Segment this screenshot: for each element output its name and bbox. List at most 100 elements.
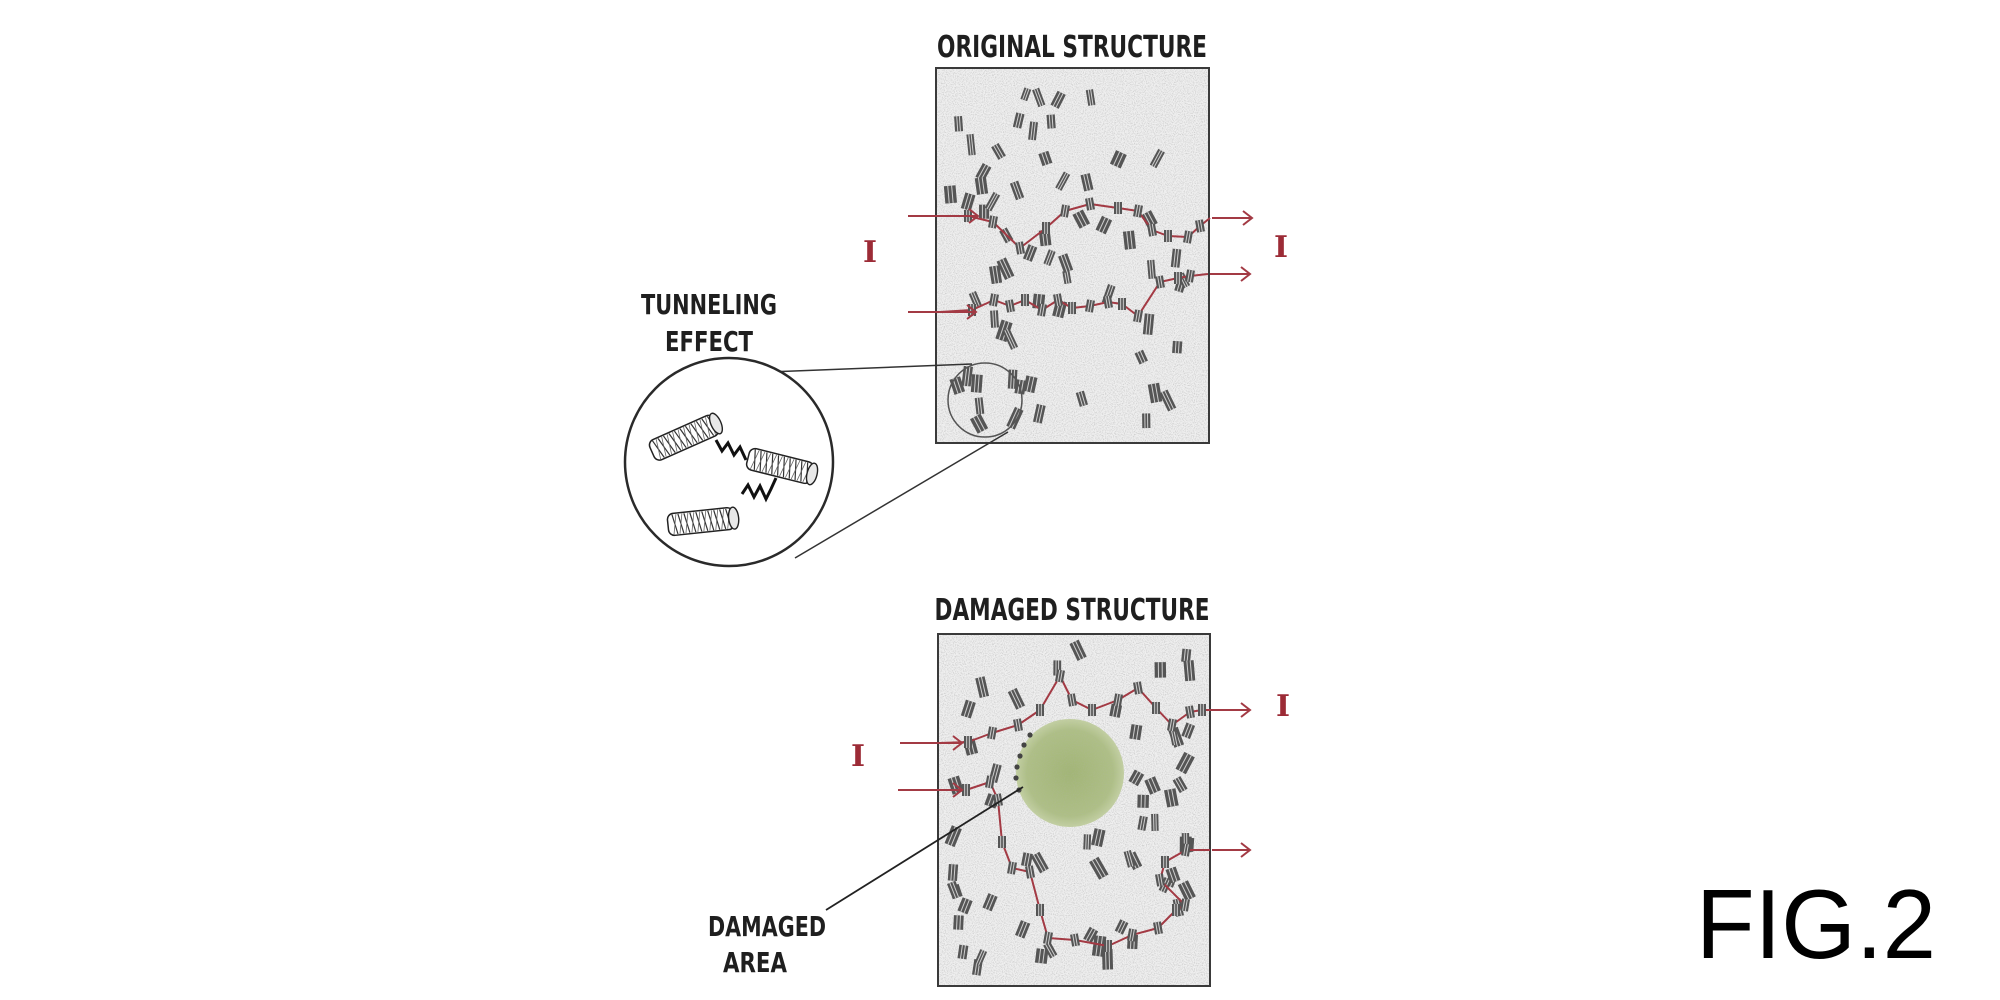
filler-particle: [962, 784, 970, 796]
figure-label: FIG.2: [1696, 869, 1936, 979]
filler-particle: [966, 133, 976, 156]
filler-particle: [1022, 244, 1038, 262]
filler-particle: [1085, 299, 1095, 313]
filler-particle: [1165, 866, 1181, 884]
outlet-arrow: [1212, 842, 1252, 858]
filler-particle: [1167, 718, 1177, 732]
filler-particle: [1043, 941, 1058, 959]
filler-particle: [969, 413, 989, 434]
filler-particle: [1114, 919, 1129, 935]
carbon-nanotube: [648, 412, 724, 461]
filler-particle: [1133, 309, 1143, 323]
damaged-area-label-line2: AREA: [723, 946, 787, 979]
filler-particle: [1172, 340, 1183, 354]
filler-particle: [974, 176, 989, 195]
filler-particle: [1080, 173, 1094, 192]
filler-particle: [1170, 248, 1182, 268]
filler-particle: [1113, 693, 1123, 707]
filler-particle: [1181, 843, 1191, 857]
filler-particle: [1128, 769, 1145, 787]
filler-particle: [1021, 294, 1029, 306]
filler-particle: [1013, 718, 1023, 732]
filler-particle: [960, 192, 976, 212]
filler-particle: [1012, 112, 1025, 129]
filler-particle: [1015, 241, 1025, 255]
filler-particle: [974, 949, 988, 967]
filler-particle: [1151, 813, 1159, 831]
filler-particle: [987, 726, 997, 740]
filler-particle: [1088, 704, 1096, 716]
filler-particle: [1036, 704, 1044, 716]
original-structure-title: ORIGINAL STRUCTURE: [937, 30, 1207, 65]
filler-particle: [1103, 295, 1113, 309]
filler-particle: [961, 365, 973, 387]
filler-particle: [996, 257, 1015, 280]
filler-particle: [1046, 114, 1056, 129]
filler-particle: [1032, 403, 1046, 424]
filler-particle: [1142, 313, 1155, 335]
filler-particle: [1172, 904, 1180, 916]
tunneling-label-line1: TUNNELING: [641, 288, 777, 321]
filler-particle: [1030, 851, 1049, 874]
inlet-arrow: [900, 735, 964, 751]
carbon-nanotube: [666, 506, 740, 537]
filler-particle: [1085, 89, 1096, 106]
filler-particle: [1174, 272, 1182, 284]
outlet-arrow: [1212, 702, 1252, 718]
filler-particle: [1149, 148, 1165, 169]
filler-particle: [1181, 648, 1192, 663]
original-conduction-paths: [908, 197, 1254, 323]
filler-particle: [1007, 861, 1017, 875]
filler-particle: [1043, 931, 1053, 945]
filler-particle: [1034, 948, 1049, 964]
filler-particle: [1177, 880, 1196, 902]
filler-particle: [1036, 904, 1044, 916]
filler-particle: [1114, 202, 1122, 214]
filler-particle: [982, 893, 998, 912]
filler-particle: [1062, 270, 1072, 285]
filler-particle: [1180, 898, 1190, 912]
filler-particle: [1147, 382, 1163, 404]
filler-particle: [1070, 933, 1080, 947]
current-symbol-left-top: I: [863, 235, 877, 270]
filler-particle: [943, 185, 958, 204]
filler-particle: [1002, 328, 1019, 350]
filler-particle: [1133, 204, 1143, 218]
filler-particle: [1181, 722, 1196, 740]
filler-particle: [957, 897, 973, 915]
filler-particle: [1021, 852, 1033, 868]
filler-particle: [1195, 219, 1205, 233]
filler-particle: [1152, 702, 1160, 714]
filler-particle: [1095, 215, 1113, 235]
filler-particle: [991, 142, 1006, 160]
inlet-arrow: [898, 782, 964, 798]
filler-particle: [1038, 150, 1053, 167]
filler-particle: [974, 397, 985, 415]
filler-particle: [1127, 928, 1137, 942]
filler-particle: [989, 293, 999, 307]
filler-particle: [957, 944, 969, 960]
broken-contact-dot: [1017, 753, 1023, 759]
current-symbol-left-bottom: I: [851, 739, 865, 774]
filler-particle: [1137, 815, 1148, 831]
filler-particle: [1109, 703, 1123, 718]
tunneling-zigzag: [714, 439, 748, 461]
filler-particle: [1020, 87, 1032, 102]
filler-particle: [1069, 639, 1087, 661]
filler-particle: [1147, 259, 1156, 279]
filler-particle: [990, 310, 999, 328]
tunneling-label-line2: EFFECT: [665, 325, 753, 358]
filler-particle: [1058, 253, 1074, 274]
damaged-area-pointer: [825, 786, 1024, 911]
filler-particle: [988, 215, 998, 229]
filler-particle: [1104, 940, 1112, 952]
filler-particle: [1118, 298, 1126, 310]
broken-contact-dot: [1027, 732, 1033, 738]
inlet-arrow: [908, 208, 980, 224]
filler-particle: [1007, 369, 1018, 389]
filler-particle: [1172, 776, 1188, 794]
filler-particle: [1133, 681, 1143, 695]
broken-contact-dot: [1021, 742, 1027, 748]
filler-particle: [1153, 921, 1163, 935]
